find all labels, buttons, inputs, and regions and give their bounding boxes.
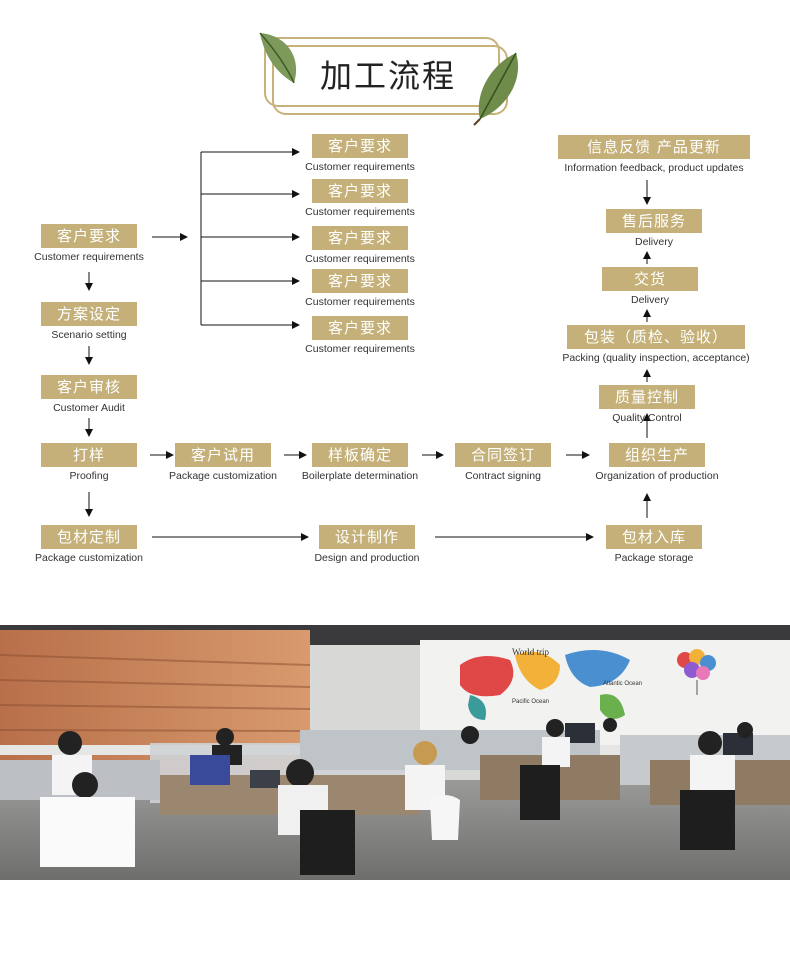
node-label: 包材定制 [41,525,137,549]
node-sublabel: Organization of production [595,470,719,482]
node-requirement-4: 客户要求 Customer requirements [300,269,420,308]
node-sublabel: Information feedback, product updates [564,162,744,174]
node-sublabel: Proofing [69,470,109,482]
node-label: 客户要求 [312,316,408,340]
map-title: World trip [512,647,550,657]
flow-connectors [85,148,651,541]
office-photo: World trip Pacific Ocean Atlantic Ocean [0,625,790,880]
node-sublabel: Customer requirements [305,343,415,355]
node-sublabel: Customer requirements [305,161,415,173]
node-delivery: 交货 Delivery [590,267,710,306]
node-label: 客户试用 [175,443,271,467]
node-requirement-3: 客户要求 Customer requirements [300,226,420,265]
node-sublabel: Package customization [35,552,143,564]
node-label: 样板确定 [312,443,408,467]
node-contract-signing: 合同签订 Contract signing [443,443,563,482]
node-label: 合同签订 [455,443,551,467]
node-sublabel: Customer requirements [305,253,415,265]
page-title: 加工流程 [319,57,456,95]
node-requirement-2: 客户要求 Customer requirements [300,179,420,218]
node-sublabel: Delivery [631,294,669,306]
node-sublabel: Design and production [314,552,420,564]
section-title: 加工流程 [258,32,519,126]
node-sublabel: Package storage [614,552,694,564]
node-package-storage: 包材入库 Package storage [594,525,714,564]
map-label-pacific: Pacific Ocean [512,699,549,705]
node-sublabel: Customer requirements [34,251,144,263]
node-sublabel: Customer requirements [305,206,415,218]
node-feedback: 信息反馈 产品更新 Information feedback, product … [552,135,756,174]
balloons-icon [677,649,716,695]
node-sublabel: Contract signing [465,470,541,482]
node-label: 设计制作 [319,525,415,549]
node-customer-requirements: 客户要求 Customer requirements [29,224,149,263]
leaf-right-icon [473,52,519,126]
node-sublabel: Customer Audit [53,402,125,414]
node-customer-trial: 客户试用 Package customization [163,443,283,482]
node-label: 客户要求 [312,226,408,250]
node-sublabel: Packing (quality inspection, acceptance) [562,352,750,364]
node-sublabel: Boilerplate determination [301,470,419,482]
node-quality-control: 质量控制 Quality Control [587,385,707,424]
node-sublabel: Scenario setting [51,329,127,341]
node-label: 客户要求 [312,134,408,158]
node-label: 信息反馈 产品更新 [558,135,750,159]
leaf-left-icon [259,32,297,84]
node-label: 客户审核 [41,375,137,399]
map-label-atlantic: Atlantic Ocean [603,681,642,687]
node-design-production: 设计制作 Design and production [307,525,427,564]
node-sublabel: Customer requirements [305,296,415,308]
node-package-customization: 包材定制 Package customization [29,525,149,564]
node-label: 交货 [602,267,698,291]
node-label: 方案设定 [41,302,137,326]
node-packing: 包装（质检、验收） Packing (quality inspection, a… [558,325,754,364]
node-label: 客户要求 [312,179,408,203]
node-boilerplate: 样板确定 Boilerplate determination [300,443,420,482]
node-label: 质量控制 [599,385,695,409]
node-organization-production: 组织生产 Organization of production [587,443,727,482]
node-label: 包装（质检、验收） [567,325,745,349]
node-sublabel: Quality Control [612,412,682,424]
node-label: 客户要求 [312,269,408,293]
node-sublabel: Package customization [169,470,277,482]
node-sublabel: Delivery [635,236,673,248]
node-label: 售后服务 [606,209,702,233]
node-label: 客户要求 [41,224,137,248]
node-requirement-5: 客户要求 Customer requirements [300,316,420,355]
node-after-sales: 售后服务 Delivery [594,209,714,248]
node-customer-audit: 客户审核 Customer Audit [29,375,149,414]
node-label: 包材入库 [606,525,702,549]
node-label: 组织生产 [609,443,705,467]
node-scenario-setting: 方案设定 Scenario setting [29,302,149,341]
node-requirement-1: 客户要求 Customer requirements [300,134,420,173]
office-scene: World trip Pacific Ocean Atlantic Ocean [0,625,790,880]
node-label: 打样 [41,443,137,467]
node-proofing: 打样 Proofing [29,443,149,482]
